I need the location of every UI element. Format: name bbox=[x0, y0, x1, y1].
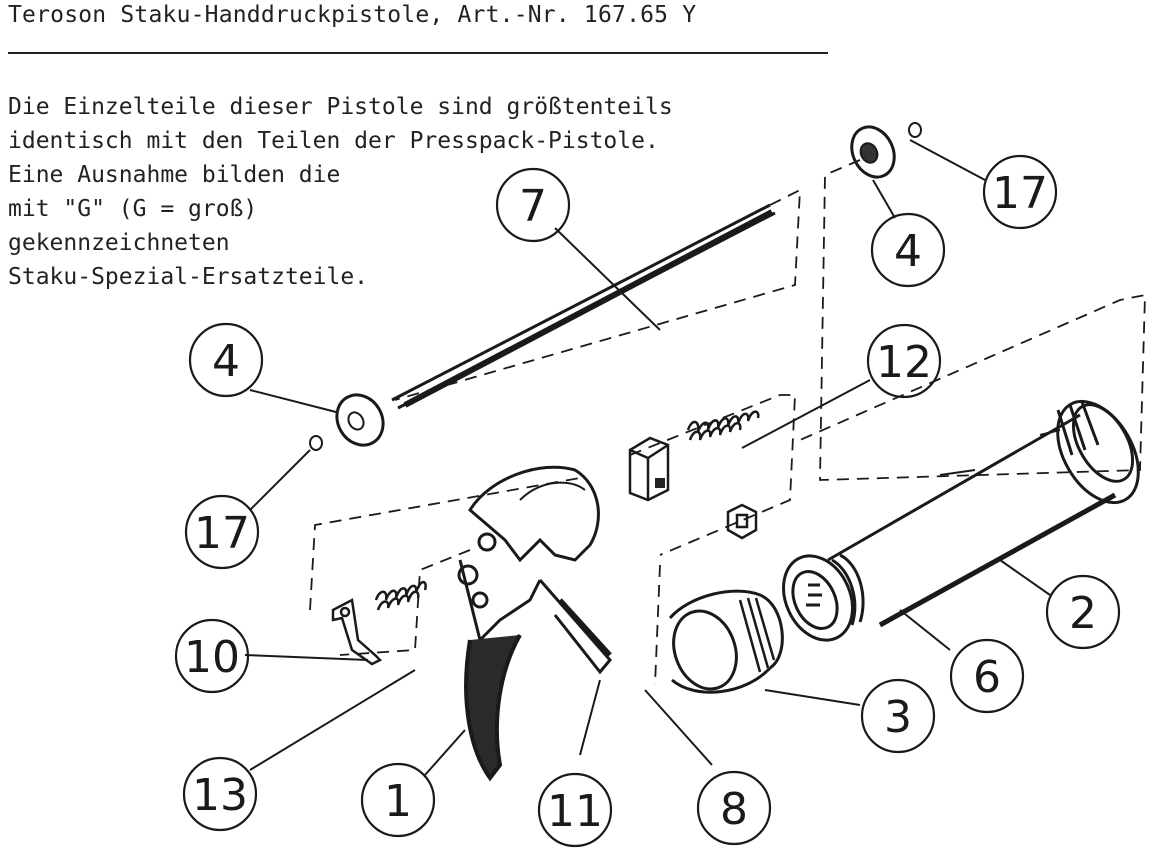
part-rod bbox=[391, 203, 776, 410]
part-threaded-cap bbox=[782, 553, 865, 642]
callout-17-left-label: 17 bbox=[194, 508, 250, 559]
part-spring-lower bbox=[374, 580, 427, 611]
callout-13-label: 13 bbox=[192, 770, 248, 821]
callout-3: 3 bbox=[860, 678, 936, 754]
callout-4-top-label: 4 bbox=[894, 226, 922, 277]
callout-7-label: 7 bbox=[519, 181, 547, 232]
part-gun-body bbox=[457, 465, 612, 782]
callout-4-top: 4 bbox=[870, 212, 946, 288]
intro-line: Eine Ausnahme bilden die bbox=[8, 162, 341, 188]
intro-text: Die Einzelteile dieser Pistole sind größ… bbox=[8, 90, 673, 294]
part-washer-top bbox=[850, 125, 896, 179]
callout-10: 10 bbox=[174, 618, 250, 694]
callout-11: 11 bbox=[537, 772, 613, 848]
intro-line: Die Einzelteile dieser Pistole sind größ… bbox=[8, 94, 673, 120]
callout-17-top-label: 17 bbox=[992, 168, 1048, 219]
page-title: Teroson Staku-Handdruckpistole, Art.-Nr.… bbox=[8, 2, 697, 28]
callout-10-label: 10 bbox=[184, 632, 240, 683]
callout-8-label: 8 bbox=[720, 784, 748, 835]
part-block bbox=[628, 436, 670, 502]
callout-8: 8 bbox=[696, 770, 772, 846]
part-ring-top bbox=[908, 122, 922, 138]
intro-line: gekennzeichneten bbox=[8, 230, 230, 256]
part-small-nut bbox=[726, 503, 758, 540]
callout-6-label: 6 bbox=[973, 652, 1001, 703]
part-spring-upper bbox=[686, 410, 760, 441]
callout-11-label: 11 bbox=[547, 786, 603, 837]
part-barrel-tube bbox=[827, 399, 1140, 628]
callout-17-left: 17 bbox=[184, 494, 260, 570]
callout-2-label: 2 bbox=[1069, 588, 1097, 639]
intro-line: mit "G" (G = groß) bbox=[8, 196, 258, 222]
callout-1: 1 bbox=[360, 762, 436, 838]
callout-1-label: 1 bbox=[384, 776, 412, 827]
part-ring-left bbox=[309, 435, 323, 451]
callout-2: 2 bbox=[1045, 574, 1121, 650]
callout-13: 13 bbox=[182, 756, 258, 832]
callout-6: 6 bbox=[949, 638, 1025, 714]
callout-3-label: 3 bbox=[884, 692, 912, 743]
part-latch bbox=[331, 598, 383, 666]
part-washer-left bbox=[335, 393, 385, 447]
callout-4-left-label: 4 bbox=[212, 336, 240, 387]
callout-12: 12 bbox=[866, 323, 942, 399]
callout-leader-lines bbox=[244, 139, 1051, 776]
part-ribbed-ring bbox=[668, 589, 784, 694]
title-underline bbox=[8, 52, 828, 54]
intro-line: identisch mit den Teilen der Presspack-P… bbox=[8, 128, 659, 154]
callout-7: 7 bbox=[495, 167, 571, 243]
intro-line: Staku-Spezial-Ersatzteile. bbox=[8, 264, 369, 290]
callout-12-label: 12 bbox=[876, 337, 932, 388]
callout-17-top: 17 bbox=[982, 154, 1058, 230]
callout-4-left: 4 bbox=[188, 322, 264, 398]
